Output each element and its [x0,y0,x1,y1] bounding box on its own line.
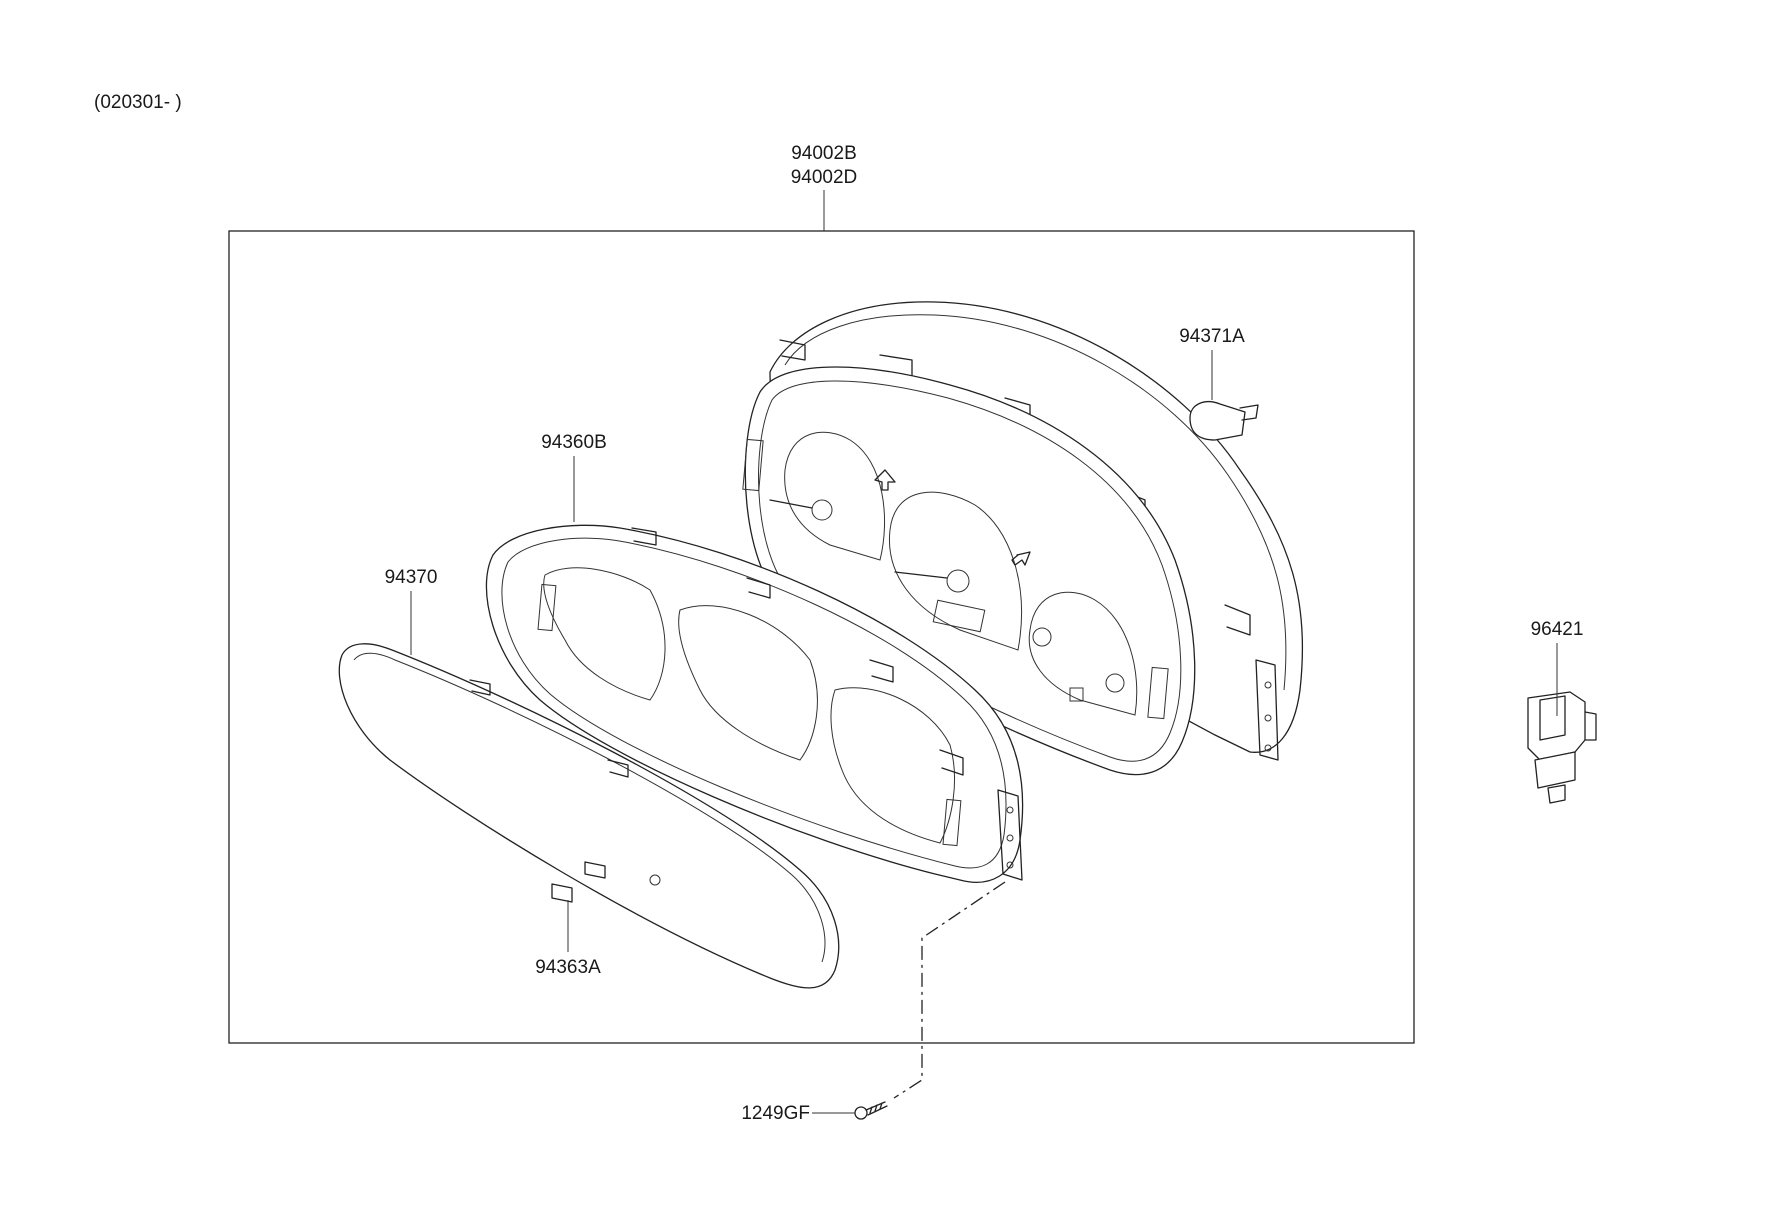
sensor-label[interactable]: 96421 [1531,619,1584,640]
screw-dashed-path [893,881,1006,1099]
cluster-gauge-face[interactable] [742,366,1196,776]
glass-window[interactable] [338,643,840,989]
housing-frame-label[interactable]: 94360B [541,432,607,453]
screw-label[interactable]: 1249GF [741,1103,810,1124]
housing-frame[interactable] [485,524,1024,883]
assembly-label-2[interactable]: 94002D [791,167,858,188]
assembly-label-1[interactable]: 94002B [791,143,857,164]
bulb-component[interactable] [1189,401,1259,441]
clip-label[interactable]: 94363A [535,957,601,978]
screw-component[interactable] [854,1101,888,1120]
sensor-component[interactable] [1527,691,1597,804]
assembly-boundary-box [228,230,1415,1044]
bulb-label[interactable]: 94371A [1179,326,1245,347]
glass-window-label[interactable]: 94370 [385,567,438,588]
date-code-label: (020301- ) [94,92,182,113]
